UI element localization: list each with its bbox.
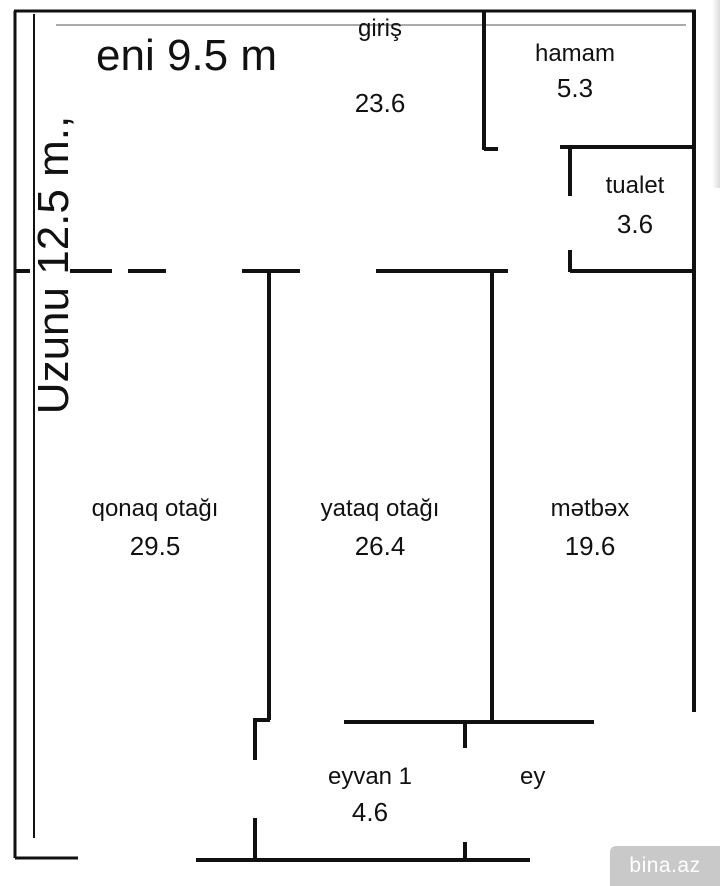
room-giris-area: 23.6 xyxy=(354,88,406,118)
room-hamam-name: hamam xyxy=(534,40,616,67)
room-qonaq-area: 29.5 xyxy=(129,531,181,561)
room-metbex-name: mətbəx xyxy=(550,495,630,522)
room-hamam-area: 5.3 xyxy=(556,73,594,103)
room-qonaq-name: qonaq otağı xyxy=(91,495,219,522)
room-metbex-area: 19.6 xyxy=(564,531,616,561)
room-eyvan2-name: ey xyxy=(520,763,546,790)
width-dimension-label: eni 9.5 m xyxy=(96,31,277,80)
room-tualet-name: tualet xyxy=(605,172,665,199)
room-yataq-name: yataq otağı xyxy=(320,495,440,522)
room-eyvan1-area: 4.6 xyxy=(351,797,389,827)
room-yataq-area: 26.4 xyxy=(354,531,406,561)
room-giris-name: giriş xyxy=(357,15,402,42)
length-dimension-text: Uzunu 12.5 m., xyxy=(29,115,78,415)
page-edge-shadow xyxy=(712,0,720,188)
room-tualet-area: 3.6 xyxy=(616,209,654,239)
room-eyvan1-name: eyvan 1 xyxy=(327,763,413,790)
site-watermark: bina.az xyxy=(610,846,720,886)
